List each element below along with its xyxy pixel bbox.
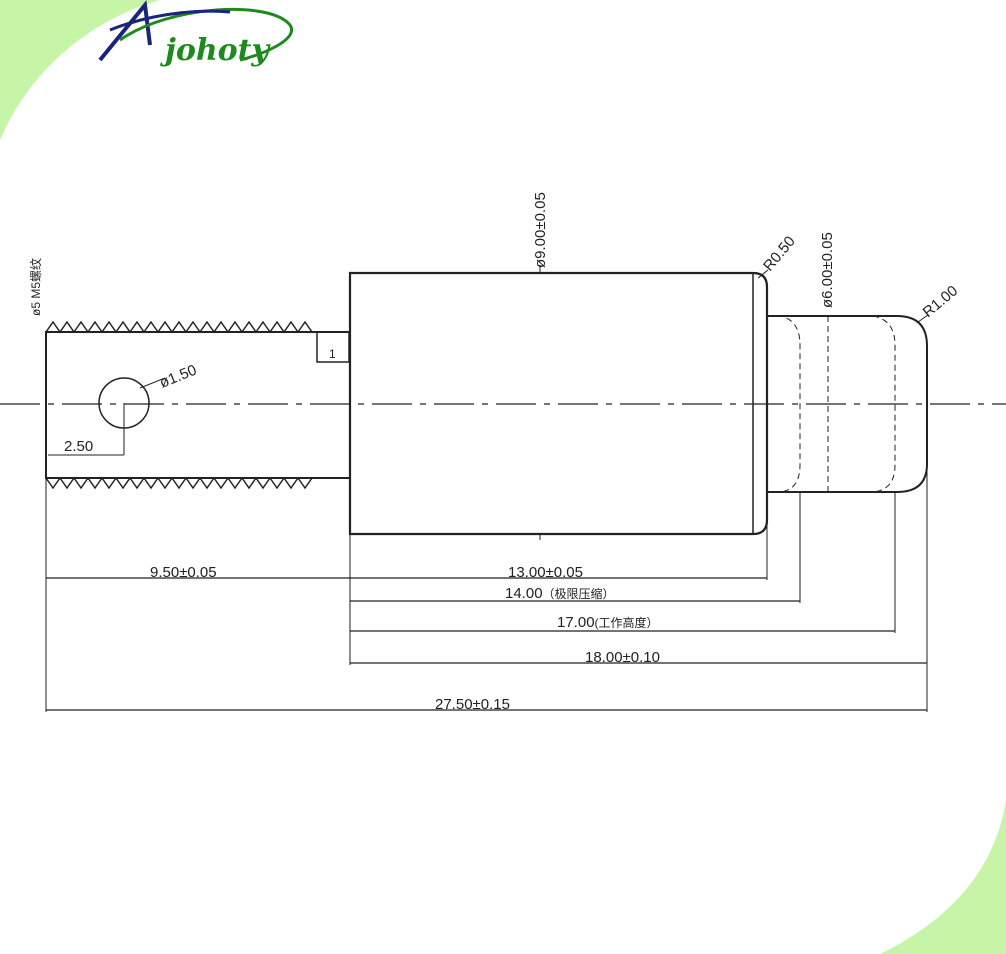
corner-decoration-bottom-right <box>880 800 1006 954</box>
brand-name: johoty <box>160 33 272 68</box>
thread-section: 1 2.50 ø1.50 ø5 M5螺纹 <box>29 258 351 490</box>
main-body: ø9.00±0.05 R0.50 <box>348 192 799 540</box>
hole-diameter-label: ø1.50 <box>157 362 199 392</box>
dim-total-length: 27.50±0.15 <box>435 696 510 713</box>
dimension-lines <box>46 577 927 711</box>
thread-teeth-top <box>45 320 313 334</box>
dim-working-height: 17.00(工作高度） <box>557 614 659 631</box>
logo-swoosh-icon <box>98 0 152 62</box>
dim-body-length: 13.00±0.05 <box>508 564 583 581</box>
thread-label: ø5 M5螺纹 <box>29 258 43 316</box>
pin-diameter-label: ø6.00±0.05 <box>819 232 836 308</box>
body-diameter-label: ø9.00±0.05 <box>532 192 549 268</box>
dim-limit-compression: 14.00（极限压缩） <box>505 585 615 602</box>
plunger-pin: ø6.00±0.05 R1.00 <box>767 232 962 493</box>
body-radius-label: R0.50 <box>760 233 799 275</box>
pin-radius-label: R1.00 <box>920 282 962 321</box>
corner-decoration-top-left <box>0 0 160 140</box>
dim-full-stroke: 18.00±0.10 <box>585 649 660 666</box>
hole-offset-label: 2.50 <box>64 438 93 455</box>
dim-thread-length: 9.50±0.05 <box>150 564 217 581</box>
brand-logo: johoty <box>98 0 294 68</box>
square-mark-label: 1 <box>329 347 336 361</box>
extension-lines <box>45 464 928 712</box>
thread-teeth-bottom <box>45 476 313 490</box>
